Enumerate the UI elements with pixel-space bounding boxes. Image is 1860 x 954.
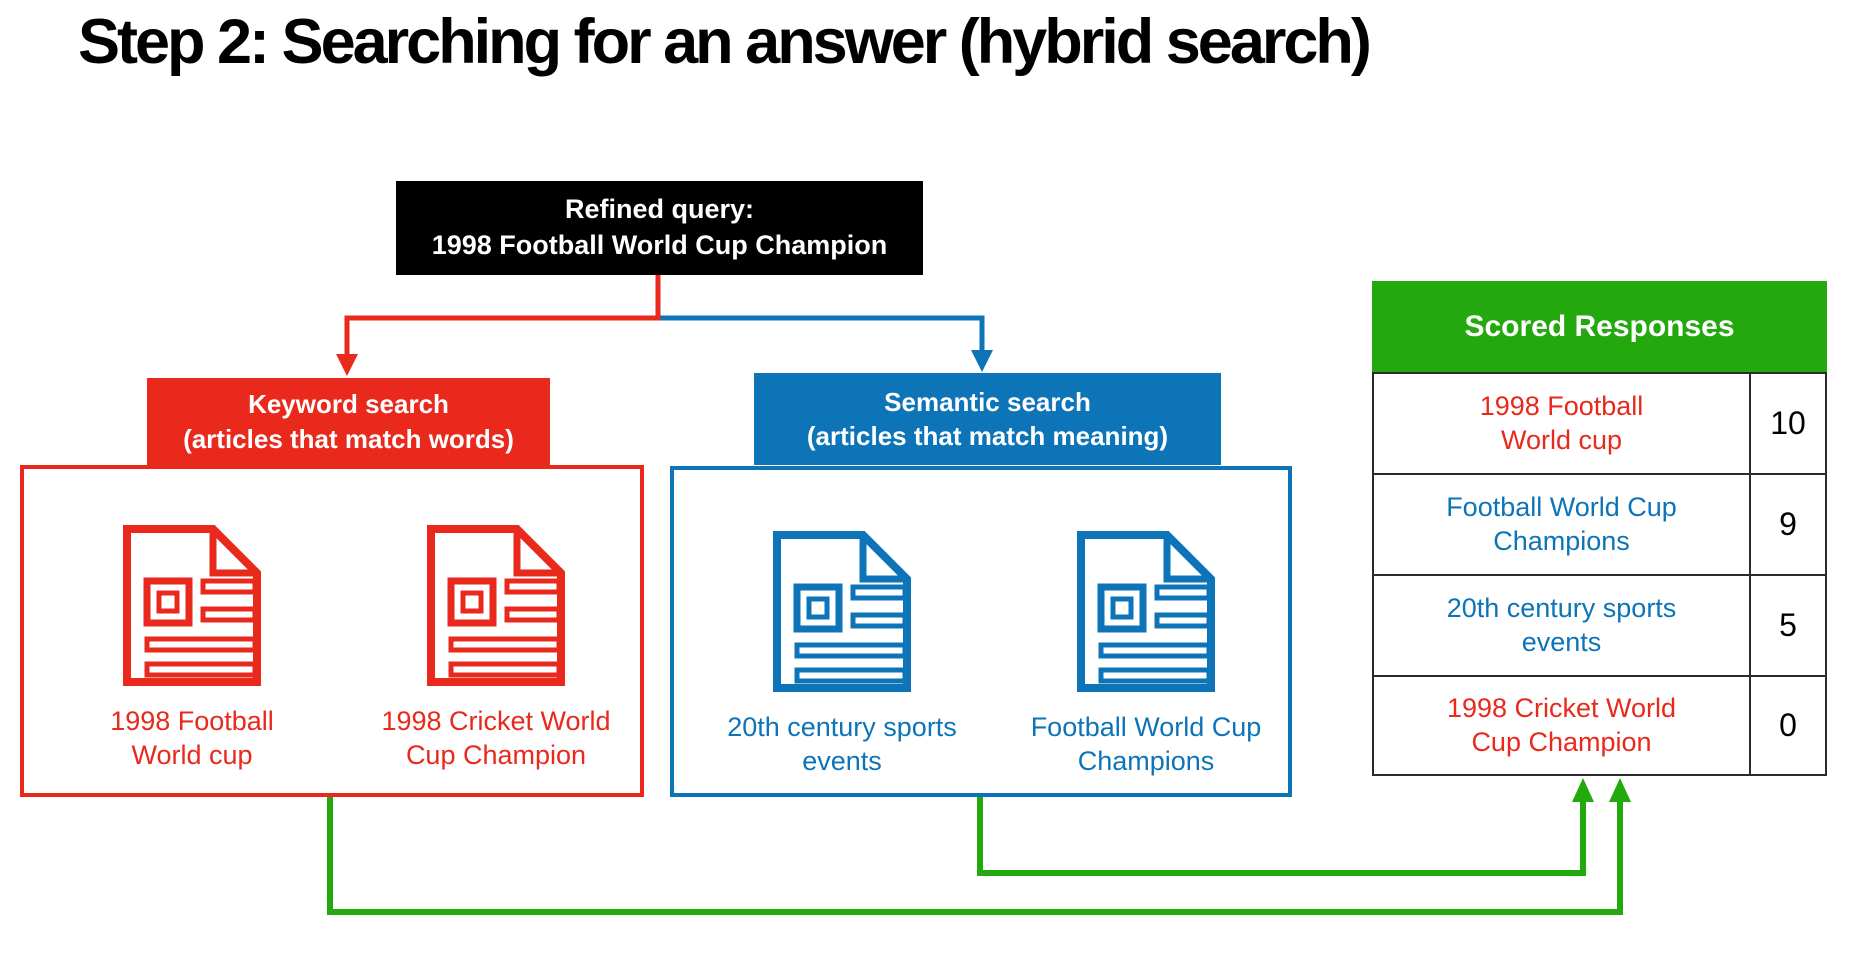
scored-responses-header: Scored Responses xyxy=(1372,281,1827,372)
semantic-document-1: 20th century sports events xyxy=(712,525,972,779)
response-score: 9 xyxy=(1749,475,1825,574)
table-row: Football World Cup Champions 9 xyxy=(1372,473,1827,574)
document-icon xyxy=(773,531,911,692)
table-row: 1998 Football World cup 10 xyxy=(1372,372,1827,473)
page-title: Step 2: Searching for an answer (hybrid … xyxy=(78,7,1372,77)
document-icon xyxy=(123,525,261,686)
semantic-results-box: 20th century sports events Football Worl… xyxy=(670,466,1292,797)
refined-query-text: 1998 Football World Cup Champion xyxy=(431,230,888,260)
semantic-search-header: Semantic search (articles that match mea… xyxy=(754,373,1221,465)
document-label: Football World Cup Champions xyxy=(1030,712,1262,776)
keyword-search-title: Keyword search xyxy=(248,389,449,420)
keyword-document-2: 1998 Cricket World Cup Champion xyxy=(366,519,626,773)
document-label: 20th century sports events xyxy=(727,712,957,776)
response-text: Football World Cup Champions xyxy=(1446,491,1677,556)
response-text: 20th century sports events xyxy=(1446,592,1677,657)
keyword-document-1: 1998 Football World cup xyxy=(62,519,322,773)
semantic-search-title: Semantic search xyxy=(884,386,1091,417)
table-row: 20th century sports events 5 xyxy=(1372,574,1827,675)
response-text: 1998 Football World cup xyxy=(1479,390,1644,455)
green-arrow-keyword xyxy=(327,778,1631,915)
semantic-document-2: Football World Cup Champions xyxy=(1016,525,1276,779)
document-icon xyxy=(427,525,565,686)
document-icon xyxy=(1077,531,1215,692)
table-row: 1998 Cricket World Cup Champion 0 xyxy=(1372,675,1827,776)
keyword-results-box: 1998 Football World cup 1998 Cricket Wor… xyxy=(20,465,644,797)
document-label: 1998 Cricket World Cup Champion xyxy=(381,706,611,770)
semantic-search-subtitle: (articles that match meaning) xyxy=(806,421,1169,451)
refined-query-label: Refined query: xyxy=(564,194,755,225)
keyword-search-subtitle: (articles that match words) xyxy=(183,423,514,454)
scored-responses-table: Scored Responses 1998 Football World cup… xyxy=(1372,281,1827,776)
keyword-search-header: Keyword search (articles that match word… xyxy=(147,378,550,465)
response-score: 0 xyxy=(1749,677,1825,774)
refined-query-box: Refined query: 1998 Football World Cup C… xyxy=(396,181,923,275)
response-score: 10 xyxy=(1749,374,1825,473)
response-text: 1998 Cricket World Cup Champion xyxy=(1446,692,1677,757)
blue-arrow xyxy=(658,315,993,372)
red-arrow xyxy=(336,273,661,376)
response-score: 5 xyxy=(1749,576,1825,675)
document-label: 1998 Football World cup xyxy=(110,706,274,770)
